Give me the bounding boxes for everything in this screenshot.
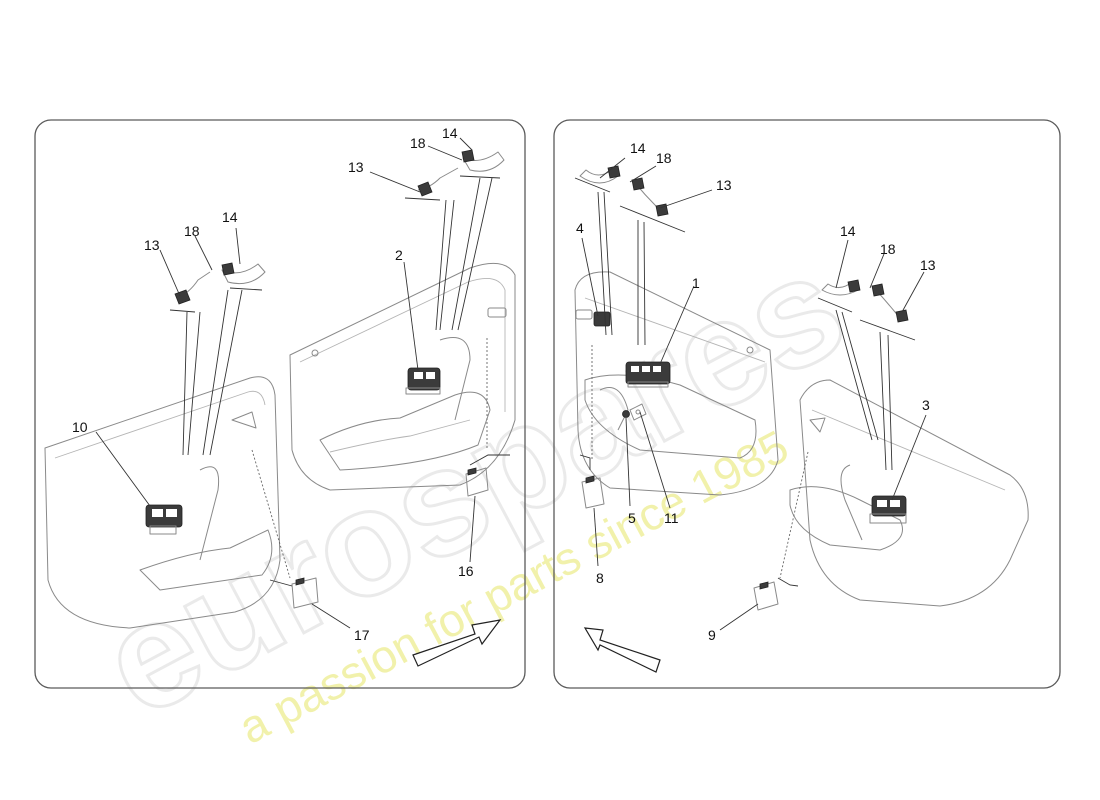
direction-arrow-left-panel: [412, 619, 502, 667]
harness-upper-right-panel: [574, 165, 686, 233]
front-door-trim: [289, 262, 516, 491]
module-16: [465, 467, 489, 497]
rear-door-trim: [44, 376, 291, 629]
rear-door-trim-right-panel: [779, 379, 1029, 607]
callout-8: 8: [596, 570, 604, 586]
callout-13: 13: [716, 177, 732, 193]
front-door-switch-2: [405, 367, 441, 395]
callout-17: 17: [354, 627, 370, 643]
front-door-switch-1: [625, 361, 671, 388]
left-panel: 2 10 13 13 14 14 16 17 18 18: [34, 119, 526, 689]
callout-4: 4: [576, 220, 584, 236]
small-parts-5-11: [622, 403, 647, 421]
watermark: eurospares a passion for parts since 198…: [75, 219, 871, 754]
right-panel: 1 3 4 5 8 9 11 13 13 14 14 18 18: [553, 119, 1061, 689]
left-panel-frame: [34, 119, 526, 689]
rear-door-switch-3: [869, 495, 907, 524]
callout-11: 11: [664, 510, 679, 526]
callout-14: 14: [840, 223, 856, 239]
callout-14: 14: [222, 209, 238, 225]
right-panel-frame: [553, 119, 1061, 689]
module-8: [581, 475, 605, 509]
harness-lower-left-panel: [169, 262, 266, 313]
callout-10: 10: [72, 419, 88, 435]
callout-13: 13: [920, 257, 936, 273]
callout-3: 3: [922, 397, 930, 413]
callout-5: 5: [628, 510, 636, 526]
rear-door-switch-10: [145, 504, 183, 535]
callout-14: 14: [630, 140, 646, 156]
callout-13: 13: [348, 159, 364, 175]
callouts-left-panel: 2 10 13 13 14 14 16 17 18 18: [72, 125, 474, 643]
callouts-right-panel: 1 3 4 5 8 9 11 13 13 14 14 18 18: [576, 140, 936, 643]
callout-18: 18: [880, 241, 896, 257]
callout-1: 1: [692, 275, 700, 291]
harness-mid-right-panel: [817, 279, 916, 341]
callout-16: 16: [458, 563, 474, 579]
callout-18: 18: [410, 135, 426, 151]
module-17: [291, 577, 319, 609]
switch-4: [593, 311, 611, 327]
callout-14: 14: [442, 125, 458, 141]
callout-13: 13: [144, 237, 160, 253]
callout-9: 9: [708, 627, 716, 643]
callout-18: 18: [656, 150, 672, 166]
callout-2: 2: [395, 247, 403, 263]
harness-upper-left-panel: [404, 149, 505, 201]
module-9: [753, 581, 779, 611]
direction-arrow-right-panel: [583, 627, 661, 673]
callout-18: 18: [184, 223, 200, 239]
